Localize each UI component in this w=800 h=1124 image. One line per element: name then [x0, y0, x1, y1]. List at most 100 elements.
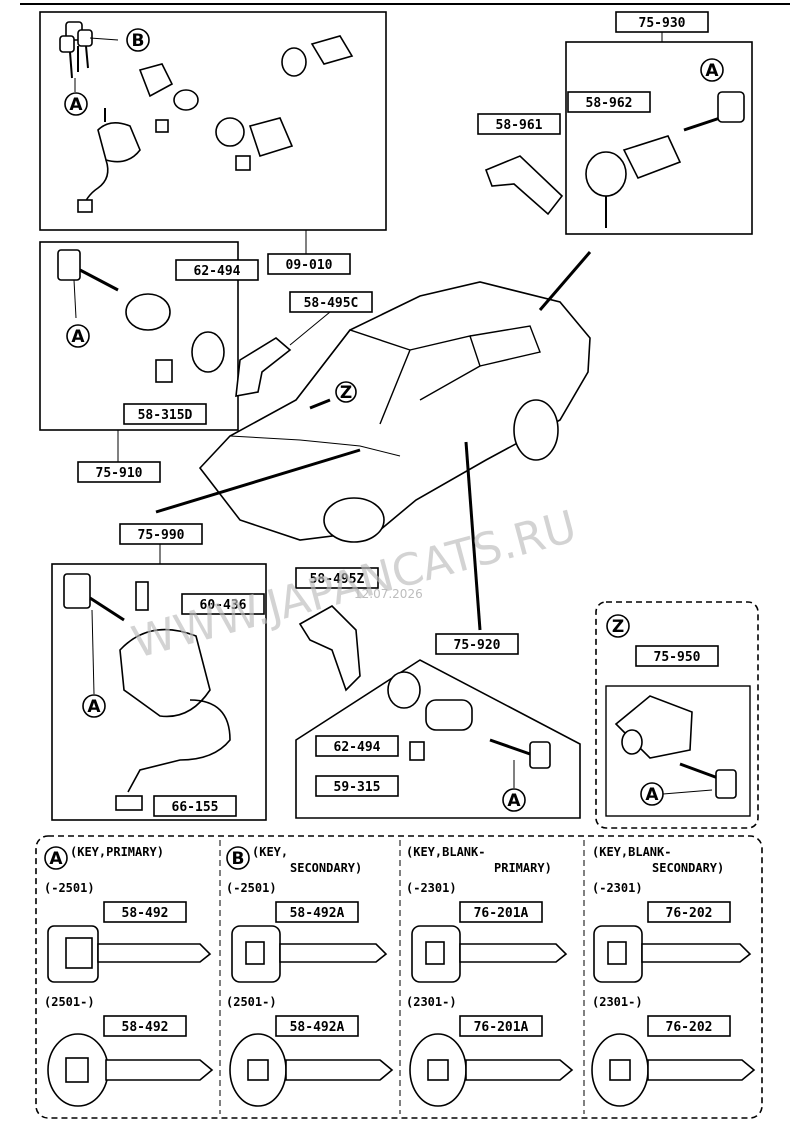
key-col3-range2: (2301-) — [406, 995, 457, 1009]
label-box-76-202-2 — [647, 1015, 731, 1037]
label-box-58-492-2 — [103, 1015, 187, 1037]
door-cylinder-icon — [125, 293, 225, 383]
key-col3-part2: 76-201A — [474, 1020, 529, 1035]
key-col2-part1: 58-492A — [290, 906, 345, 921]
part-label-58-315d: 58-315D — [138, 408, 193, 423]
label-box-58-315d — [123, 403, 207, 425]
keys-dashed-box — [35, 835, 763, 1119]
callout-a-4: A — [87, 697, 101, 717]
key-col2-tag: B — [232, 849, 245, 869]
key-col1-title: (KEY,PRIMARY) — [70, 845, 164, 859]
part-label-58-495z: 58-495Z — [310, 572, 365, 587]
key-col4-title1: (KEY,BLANK- — [592, 845, 671, 859]
hood-release-lock-icon — [614, 695, 737, 799]
callout-b-key — [226, 846, 250, 870]
group-75-950: Z 75-950 A — [595, 601, 759, 829]
part-label-62-494-b: 62-494 — [334, 740, 381, 755]
label-box-58-495c — [289, 291, 373, 313]
callout-a-circle-3 — [66, 324, 90, 348]
trunk-lock-icon — [585, 91, 745, 228]
callout-z-circle — [335, 381, 357, 403]
part-label-75-930: 75-930 — [639, 16, 686, 31]
label-box-76-202-1 — [647, 901, 731, 923]
part-label-58-962: 58-962 — [586, 96, 633, 111]
bracket-58-961-icon — [484, 155, 564, 216]
callout-a-circle-5 — [502, 788, 526, 812]
callout-a-6: A — [645, 785, 659, 805]
callout-a-key — [44, 846, 68, 870]
label-box-75-920 — [435, 633, 519, 655]
callout-a-circle-2 — [700, 58, 724, 82]
label-box-62-494-b — [315, 735, 399, 757]
label-box-66-155 — [153, 795, 237, 817]
callout-a: A — [69, 95, 83, 115]
key-col3-title2: PRIMARY) — [494, 861, 552, 875]
label-box-76-201a-2 — [459, 1015, 543, 1037]
part-label-60-436: 60-436 — [200, 598, 247, 613]
label-box-75-990 — [119, 523, 203, 545]
key-col3-range1: (-2301) — [406, 881, 457, 895]
key-col4-range1: (-2301) — [592, 881, 643, 895]
group-09-010: B A 09-010 — [39, 11, 387, 275]
label-box-58-492-1 — [103, 901, 187, 923]
part-label-59-315: 59-315 — [334, 780, 381, 795]
callout-z-circle-2 — [606, 614, 630, 638]
key-col1-tag: A — [49, 849, 63, 869]
bracket-58-495z-icon — [298, 605, 361, 692]
label-box-60-436 — [181, 593, 265, 615]
group-58-495z: 58-495Z — [295, 567, 379, 692]
label-box-58-492a-1 — [275, 901, 359, 923]
group-75-930: 75-930 58-962 A 58-961 — [477, 11, 753, 235]
callout-a-3: A — [71, 327, 85, 347]
box-75-910 — [39, 241, 239, 431]
key-col1-range1: (-2501) — [44, 881, 95, 895]
key-secondary-new-icon — [229, 1033, 394, 1107]
key-col1-range2: (2501-) — [44, 995, 95, 1009]
key-blank-secondary-new-icon — [591, 1033, 756, 1107]
key-bundle-icon — [59, 21, 119, 79]
part-label-75-920: 75-920 — [454, 638, 501, 653]
callout-a-circle-4 — [82, 694, 106, 718]
key-primary-icon — [47, 925, 212, 983]
part-label-62-494-a: 62-494 — [194, 264, 241, 279]
label-box-58-495z — [295, 567, 379, 589]
leader-75-930 — [538, 251, 592, 311]
door-lock-keys-icon — [57, 249, 119, 319]
keys-table: A (KEY,PRIMARY) (-2501) 58-492 (2501-) 5… — [35, 835, 763, 1119]
box-75-950 — [605, 685, 751, 817]
key-col2-range1: (-2501) — [226, 881, 277, 895]
watermark-date: 12.07.2026 — [354, 587, 423, 601]
trunk-cylinder-icon — [215, 35, 354, 171]
group-58-495c: 58-495C — [235, 291, 373, 397]
ignition-switch-icon — [63, 573, 231, 811]
label-box-62-494-a — [175, 259, 259, 281]
part-label-66-155: 66-155 — [172, 800, 219, 815]
callout-b-circle — [126, 28, 150, 52]
key-secondary-icon — [231, 925, 388, 983]
leader-75-920 — [464, 441, 482, 631]
label-box-76-201a-1 — [459, 901, 543, 923]
part-label-75-910: 75-910 — [96, 466, 143, 481]
part-label-09-010: 09-010 — [286, 258, 333, 273]
key-col2-range2: (2501-) — [226, 995, 277, 1009]
key-col1-part1: 58-492 — [122, 906, 169, 921]
callout-z: Z — [340, 383, 352, 403]
key-primary-new-icon — [47, 1033, 214, 1107]
key-col1-part2: 58-492 — [122, 1020, 169, 1035]
part-label-58-961: 58-961 — [496, 118, 543, 133]
part-label-75-990: 75-990 — [138, 528, 185, 543]
key-col4-part2: 76-202 — [666, 1020, 713, 1035]
key-col3-title1: (KEY,BLANK- — [406, 845, 485, 859]
key-col2-title1: (KEY, — [252, 845, 288, 859]
key-blank-primary-icon — [411, 925, 568, 983]
key-col3-part1: 76-201A — [474, 906, 529, 921]
group-75-990: 75-990 60-436 A 66-155 — [51, 523, 267, 821]
part-label-75-950: 75-950 — [654, 650, 701, 665]
box-75-990 — [51, 563, 267, 821]
ignition-lock-icon — [77, 108, 141, 213]
key-col4-range2: (2301-) — [592, 995, 643, 1009]
leader-75-990 — [155, 448, 361, 514]
label-box-58-962 — [567, 91, 651, 113]
label-box-58-961 — [477, 113, 561, 135]
